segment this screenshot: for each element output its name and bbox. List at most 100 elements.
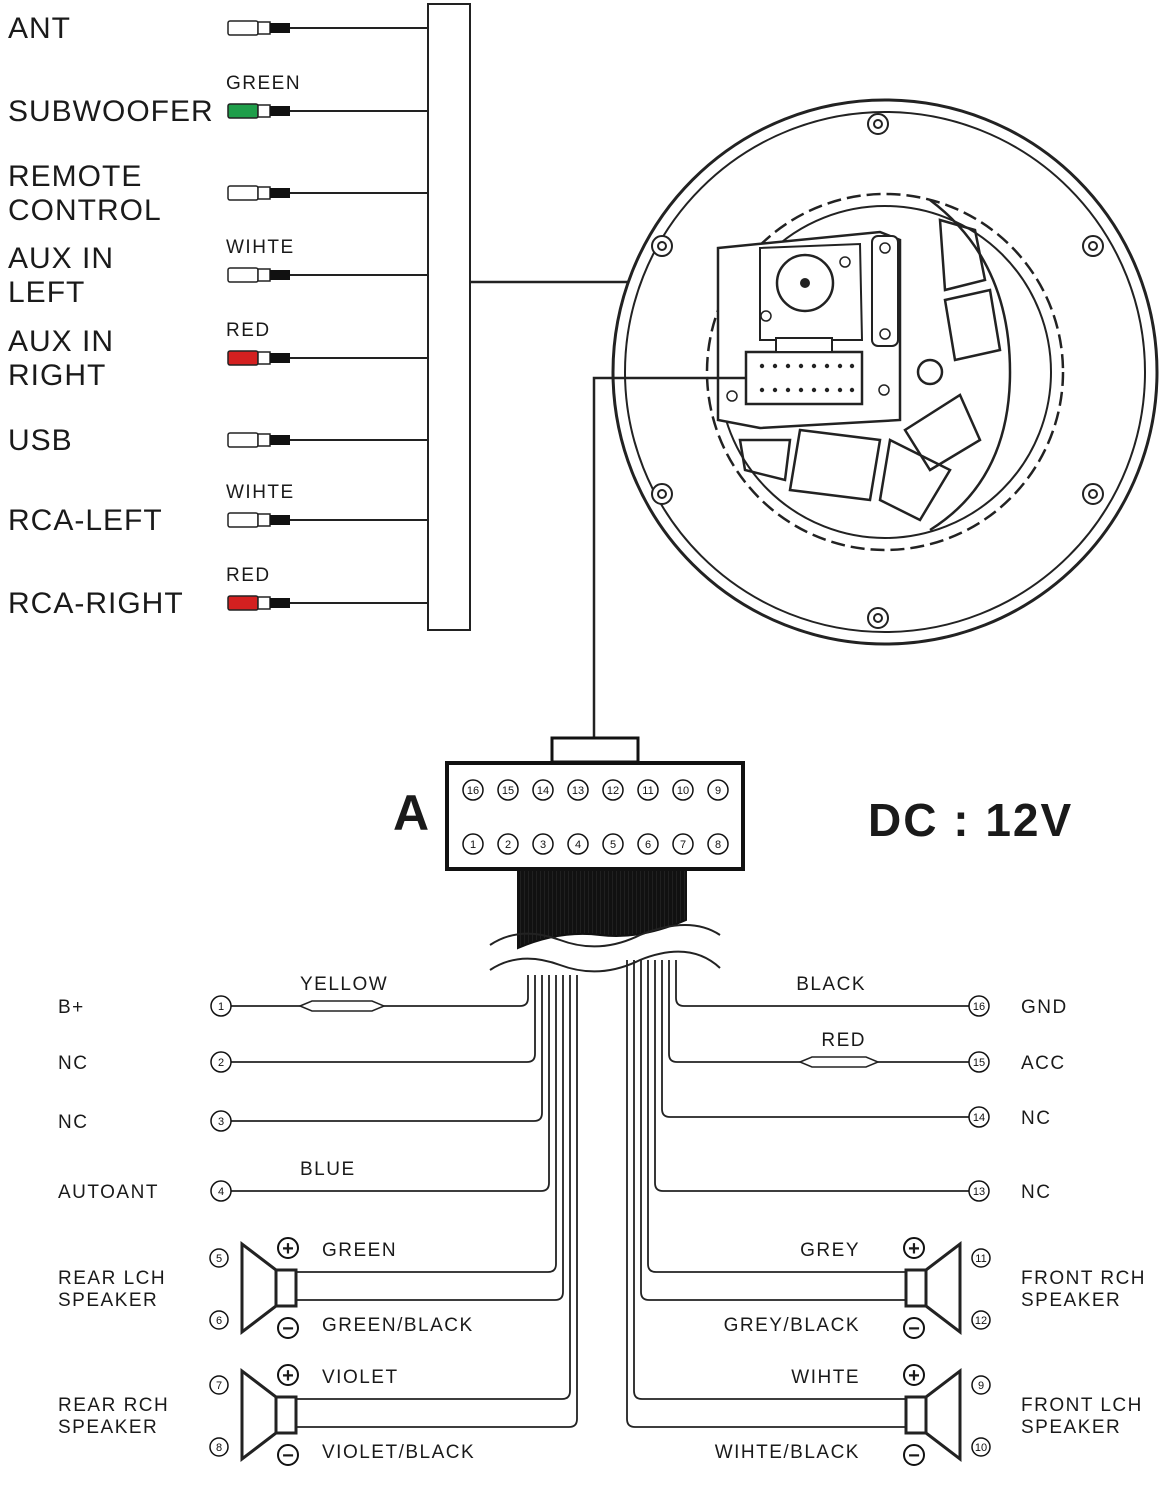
- connector-pin: 13: [567, 779, 589, 801]
- wire-color-label: WIHTE: [791, 1367, 860, 1388]
- rca-plug-icon: [227, 512, 290, 528]
- rca-plug-icon: [227, 595, 290, 611]
- pin-number: 5: [610, 839, 616, 851]
- pin-number: 8: [715, 839, 721, 851]
- connector-pin: 7: [672, 833, 694, 855]
- minus-terminal-icon: −: [277, 1444, 299, 1467]
- input-label: ANT: [8, 12, 71, 45]
- input-label: AUX IN: [8, 325, 114, 358]
- wire-pin: 14: [968, 1106, 990, 1128]
- pin-number: 7: [680, 839, 686, 851]
- connector-pin: 5: [602, 833, 624, 855]
- plug-color-label: RED: [226, 565, 271, 586]
- wire-color-label: YELLOW: [300, 974, 388, 995]
- wire-pin: 15: [968, 1051, 990, 1073]
- wire-function-label: ACC: [1021, 1053, 1066, 1074]
- speaker-name: FRONT RCH: [1021, 1268, 1146, 1289]
- plus-terminal-icon: +: [277, 1364, 299, 1387]
- wire-pin: 4: [210, 1180, 232, 1202]
- pin-number: 16: [973, 1001, 985, 1013]
- rca-plug-icon: [227, 432, 290, 448]
- wire-function-label: NC: [1021, 1182, 1051, 1203]
- pin-number: 3: [540, 839, 546, 851]
- input-row: USB: [8, 424, 428, 457]
- wire-function-label: NC: [58, 1053, 88, 1074]
- pin-number: 2: [218, 1057, 224, 1069]
- pin-number: 8: [216, 1442, 222, 1454]
- wire-function-label: AUTOANT: [58, 1182, 159, 1203]
- wire-function-label: B+: [58, 997, 85, 1018]
- pin-number: 11: [975, 1253, 986, 1265]
- rca-plug-icon: [227, 267, 290, 283]
- input-label: RCA-LEFT: [8, 504, 163, 537]
- pin-number: 4: [575, 839, 581, 851]
- connector-pin: 16: [462, 779, 484, 801]
- speaker-pin: 5: [209, 1248, 229, 1268]
- speaker-name: REAR RCH: [58, 1395, 169, 1416]
- pin-number: 15: [973, 1057, 985, 1069]
- plug-color-label: WIHTE: [226, 237, 295, 258]
- minus-sign: −: [908, 1318, 920, 1340]
- speaker-icon: [904, 1367, 962, 1463]
- input-label: RCA-RIGHT: [8, 587, 184, 620]
- wire-color-label: VIOLET: [322, 1367, 399, 1388]
- wire-color-label: GREY/BLACK: [724, 1315, 860, 1336]
- input-label: RIGHT: [8, 359, 106, 392]
- minus-terminal-icon: −: [903, 1444, 925, 1467]
- plus-terminal-icon: +: [903, 1364, 925, 1387]
- plus-sign: +: [282, 1365, 294, 1387]
- speaker-name: FRONT LCH: [1021, 1395, 1143, 1416]
- minus-terminal-icon: −: [277, 1317, 299, 1340]
- pin-number: 2: [505, 839, 511, 851]
- speaker-pin: 7: [209, 1375, 229, 1395]
- minus-sign: −: [282, 1318, 294, 1340]
- speaker-name: SPEAKER: [1021, 1417, 1121, 1438]
- pin-number: 10: [677, 785, 689, 797]
- connector-pin: 9: [707, 779, 729, 801]
- wire-color-label: BLUE: [300, 1159, 356, 1180]
- wire-color-label: GREEN/BLACK: [322, 1315, 474, 1336]
- speaker-pin: 9: [971, 1375, 991, 1395]
- pin-number: 16: [467, 785, 479, 797]
- connector-pin: 1: [462, 833, 484, 855]
- connector-bottom-pins: 1 2 3 4 5 6 7 8: [462, 833, 729, 855]
- speaker-icon: [240, 1240, 298, 1336]
- connector-letter: A: [393, 785, 429, 841]
- wire-row: AUTOANT 4 BLUE: [58, 1159, 356, 1203]
- pin-number: 6: [645, 839, 651, 851]
- input-label: SUBWOOFER: [8, 95, 214, 128]
- pin-number: 4: [218, 1186, 224, 1198]
- wire-row: B+ 1 YELLOW: [58, 974, 388, 1018]
- pin-number: 9: [715, 785, 721, 797]
- pin-number: 1: [218, 1001, 224, 1013]
- wire-color-label: GREY: [800, 1240, 860, 1261]
- harness-bar: [427, 3, 471, 631]
- connector-pin: 14: [532, 779, 554, 801]
- input-label: AUX IN: [8, 242, 114, 275]
- pin-number: 14: [973, 1112, 985, 1124]
- wire-color-label: BLACK: [796, 974, 866, 995]
- input-label: REMOTE: [8, 160, 142, 193]
- wire-function-label: GND: [1021, 997, 1068, 1018]
- plus-sign: +: [282, 1238, 294, 1260]
- input-row: ANT: [8, 12, 428, 45]
- wire-pin: 3: [210, 1110, 232, 1132]
- speaker-name: SPEAKER: [1021, 1290, 1121, 1311]
- wire-row: NC 2: [58, 1051, 232, 1074]
- rca-plug-icon: [227, 20, 290, 36]
- pin-number: 10: [975, 1442, 987, 1454]
- wire-pin: 1: [210, 995, 232, 1017]
- plug-color-label: GREEN: [226, 73, 301, 94]
- pin-number: 9: [978, 1380, 984, 1392]
- connector-pin: 2: [497, 833, 519, 855]
- pin-number: 12: [607, 785, 619, 797]
- minus-sign: −: [908, 1445, 920, 1467]
